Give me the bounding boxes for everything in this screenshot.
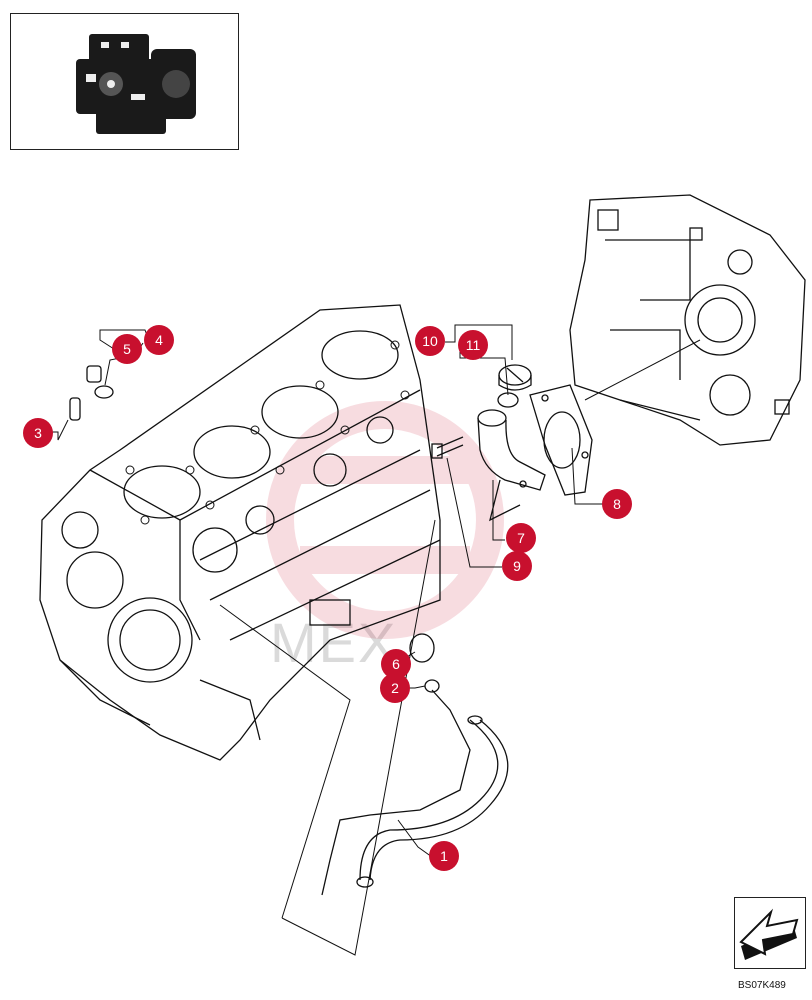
engine-block-bolts (125, 340, 410, 525)
callout-4[interactable]: 4 (144, 325, 174, 355)
callout-10[interactable]: 10 (415, 326, 445, 356)
callout-7[interactable]: 7 (506, 523, 536, 553)
watermark-text: MEX (270, 611, 398, 674)
callout-9[interactable]: 9 (502, 551, 532, 581)
flywheel-housing (569, 194, 806, 446)
callout-6[interactable]: 6 (381, 649, 411, 679)
callout-1[interactable]: 1 (429, 841, 459, 871)
engine-block (39, 304, 441, 761)
dipstick-assembly (321, 689, 509, 896)
callout-3[interactable]: 3 (23, 418, 53, 448)
oil-filler-parts (69, 364, 593, 693)
drawing-code: BS07K489 (738, 980, 786, 991)
next-page-arrow-icon (739, 908, 799, 960)
next-page-button[interactable] (734, 897, 806, 969)
engine-thumbnail (10, 13, 239, 150)
callout-5[interactable]: 5 (112, 334, 142, 364)
callout-11[interactable]: 11 (458, 330, 488, 360)
engine-overview-icon (76, 34, 196, 134)
callout-8[interactable]: 8 (602, 489, 632, 519)
